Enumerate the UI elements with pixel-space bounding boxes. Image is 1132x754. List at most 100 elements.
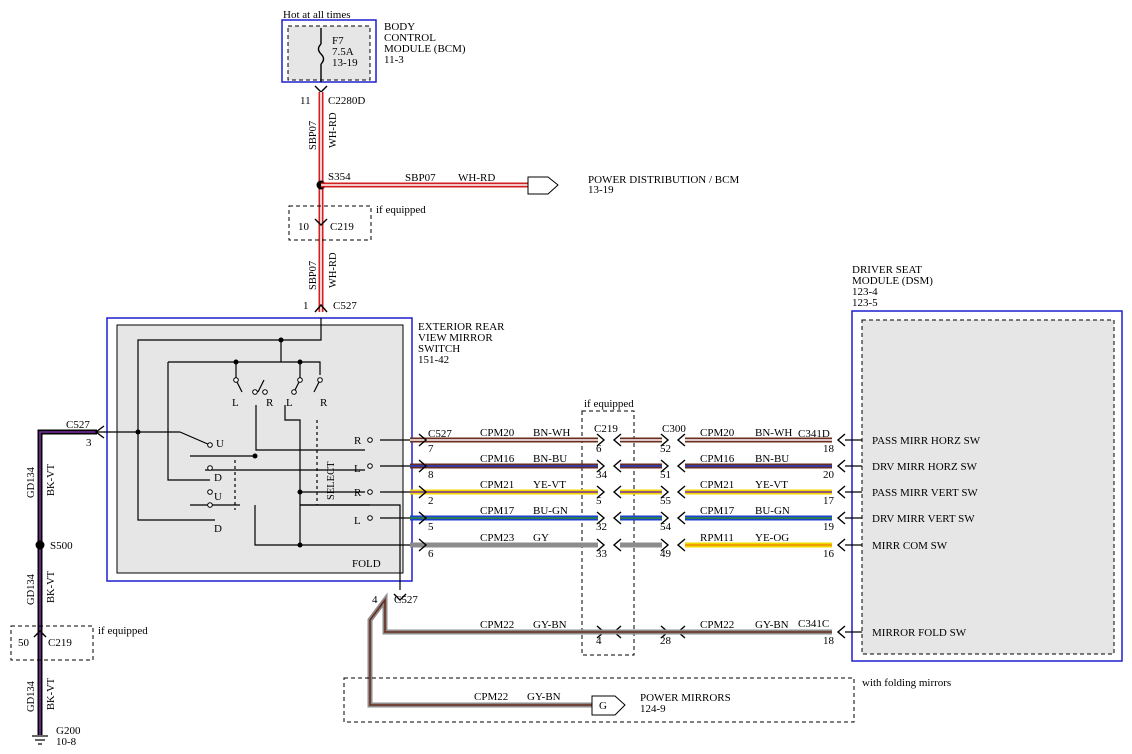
dsm-pin-0: 18 xyxy=(823,443,835,455)
gnd-pin: 3 xyxy=(86,437,92,449)
right-color-3: BU-GN xyxy=(755,505,790,517)
c300-pin-4: 49 xyxy=(660,548,672,560)
gnd-color-3: BK-VT xyxy=(46,677,57,710)
conn-c527-1 xyxy=(418,459,428,473)
c219-pin-5: 4 xyxy=(596,635,602,647)
conn-c300-left-0 xyxy=(660,433,670,447)
switch-feed-pin: 1 xyxy=(303,300,309,312)
dsm-signal-1: DRV MIRR HORZ SW xyxy=(872,461,978,473)
conn-c219-left-3 xyxy=(596,511,606,525)
switch-module xyxy=(116,324,404,574)
contact-r-1: R xyxy=(266,397,274,409)
bcm-name-3: MODULE (BCM) xyxy=(384,43,466,55)
conn-c219-right-1 xyxy=(612,459,622,473)
conn-dsm-5 xyxy=(836,625,846,639)
ground-ref: 10-8 xyxy=(56,736,77,748)
ground-id: G200 xyxy=(56,725,81,737)
conn-c219-left-1 xyxy=(596,459,606,473)
conn-c527-2 xyxy=(418,485,428,499)
dsm-pin-4: 16 xyxy=(823,548,835,560)
conn-c219-right-0 xyxy=(612,433,622,447)
left-color-1: BN-BU xyxy=(533,453,567,465)
contact-d-1: D xyxy=(214,472,222,484)
contact-l-4: L xyxy=(354,515,361,527)
fold-connector: C527 xyxy=(394,594,418,606)
wire-gy-bn-fold xyxy=(367,592,830,700)
switch-name-3: SWITCH xyxy=(418,343,460,355)
contact-u-2: U xyxy=(214,491,222,503)
left-circuit-0: CPM20 xyxy=(480,427,515,439)
fuse-icon xyxy=(317,43,325,65)
switch-contacts xyxy=(207,377,373,521)
folding-mirrors-note: with folding mirrors xyxy=(862,677,951,689)
c527-out-label: C527 xyxy=(428,428,452,440)
dsm-pin-3: 19 xyxy=(823,521,835,533)
dsm-ref-2: 123-5 xyxy=(852,297,878,309)
conn-c300-right-2 xyxy=(676,485,686,499)
switch-junctions xyxy=(135,337,303,548)
sw-pin-0: 7 xyxy=(428,443,434,455)
dest-page-ref: 13-19 xyxy=(588,184,614,196)
left-circuit-3: CPM17 xyxy=(480,505,515,517)
right-color-2: YE-VT xyxy=(755,479,788,491)
conn-dsm-0 xyxy=(836,433,846,447)
sw-pin-2: 2 xyxy=(428,495,434,507)
dsm-name-1: DRIVER SEAT xyxy=(852,264,922,276)
conn-c219-right-4 xyxy=(612,538,622,552)
contact-u-1: U xyxy=(216,438,224,450)
dsm-name-2: MODULE (DSM) xyxy=(852,275,933,287)
left-color-4: GY xyxy=(533,532,549,544)
gnd-circuit-1: GD134 xyxy=(26,466,37,498)
c219-pin-3: 32 xyxy=(596,521,607,533)
sw-pin-4: 6 xyxy=(428,548,434,560)
conn-c527-0 xyxy=(418,433,428,447)
conn-c219-right-3 xyxy=(612,511,622,525)
bcm-module xyxy=(287,25,371,81)
right-color-4: YE-OG xyxy=(755,532,789,544)
switch-box xyxy=(106,317,413,582)
feed-circuit-upper: SBP07 xyxy=(308,121,319,150)
conn-c219-left-4 xyxy=(596,538,606,552)
left-color-0: BN-WH xyxy=(533,427,570,439)
switch-internal-wiring xyxy=(97,318,410,590)
conn-dsm-2 xyxy=(836,485,846,499)
c300-label: C300 xyxy=(662,423,686,435)
right-circuit-2: CPM21 xyxy=(700,479,734,491)
right-color-1: BN-BU xyxy=(755,453,789,465)
connector-arrow-icon xyxy=(527,176,559,195)
mirrors-color: GY-BN xyxy=(527,691,561,703)
fold-pin: 4 xyxy=(372,594,378,606)
right-color-0: BN-WH xyxy=(755,427,792,439)
branch-circuit: SBP07 xyxy=(405,172,436,184)
dsm-pin-2: 17 xyxy=(823,495,835,507)
conn-c300-left-2 xyxy=(660,485,670,499)
bcm-name-2: CONTROL xyxy=(384,32,436,44)
c219-upper-box xyxy=(288,205,372,241)
fold-label: FOLD xyxy=(352,558,381,570)
right-color-5: GY-BN xyxy=(755,619,789,631)
branch-color: WH-RD xyxy=(458,172,495,184)
conn-dsm-3 xyxy=(836,511,846,525)
contact-r-2: R xyxy=(320,397,328,409)
c219-gnd-if-equipped: if equipped xyxy=(98,625,148,637)
contact-d-2: D xyxy=(214,523,222,535)
left-color-2: YE-VT xyxy=(533,479,566,491)
left-circuit-1: CPM16 xyxy=(480,453,515,465)
c341c-label: C341C xyxy=(798,618,829,630)
bcm-pin: 11 xyxy=(300,95,311,107)
gnd-connector: C527 xyxy=(66,419,90,431)
c219-inline-label: C219 xyxy=(594,423,618,435)
conn-dsm-4 xyxy=(836,538,846,552)
gnd-circuit-2: GD134 xyxy=(26,573,37,605)
contact-l-2: L xyxy=(286,397,293,409)
ground-icon xyxy=(32,735,48,745)
right-circuit-1: CPM16 xyxy=(700,453,735,465)
mirrors-connector-icon xyxy=(591,695,626,716)
c300-pin-5: 28 xyxy=(660,635,672,647)
left-color-5: GY-BN xyxy=(533,619,567,631)
dsm-signal-0: PASS MIRR HORZ SW xyxy=(872,435,981,447)
folding-mirrors-box xyxy=(343,677,855,723)
dsm-ref-1: 123-4 xyxy=(852,286,878,298)
dsm-module xyxy=(861,319,1115,655)
